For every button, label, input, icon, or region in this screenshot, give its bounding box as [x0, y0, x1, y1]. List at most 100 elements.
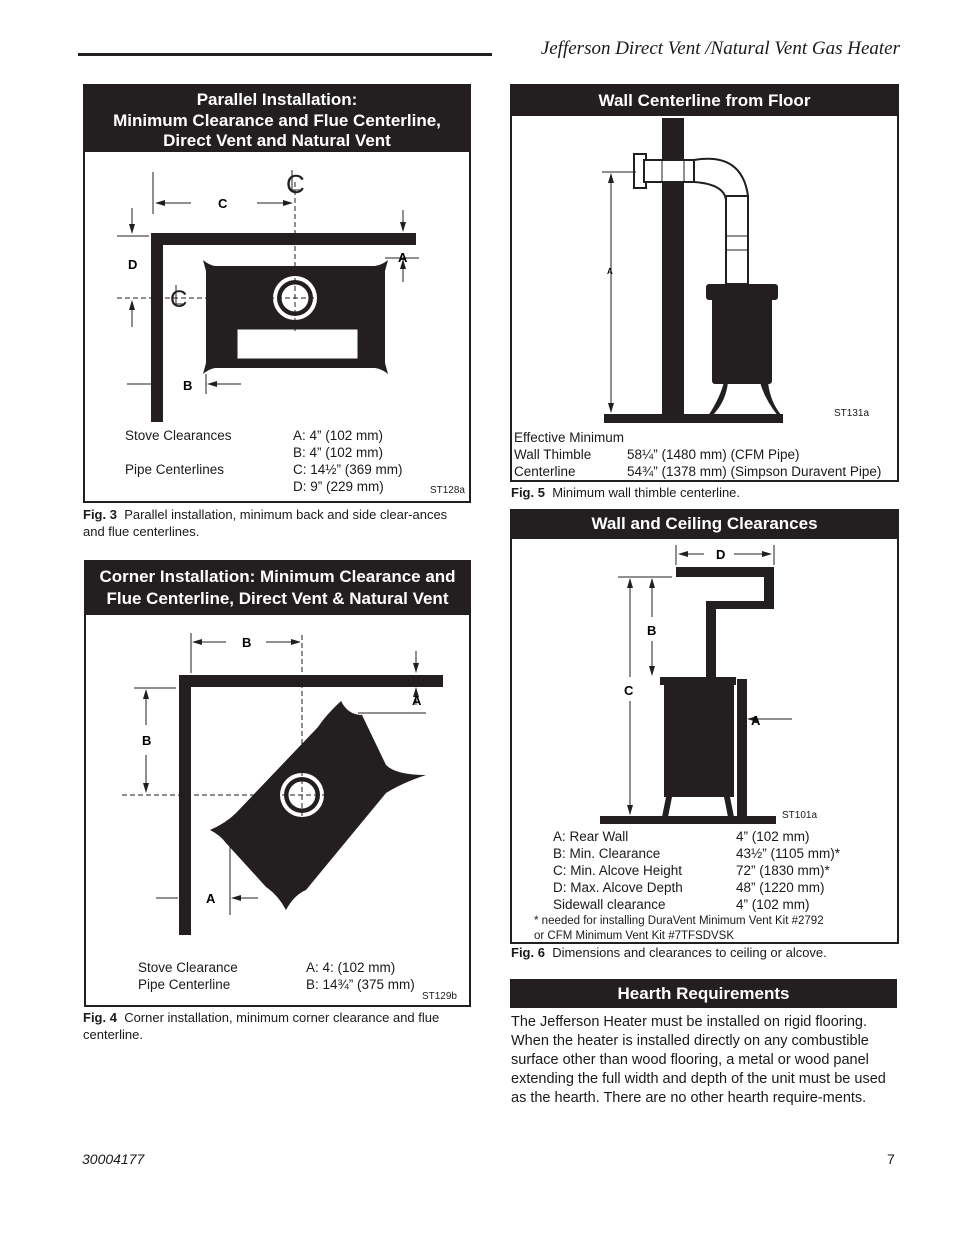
fig6-back-wall: [737, 679, 747, 817]
fig6-row-1-left: B: Min. Clearance: [553, 846, 661, 861]
fig4-caption: Fig. 4 Corner installation, minimum corn…: [83, 1009, 473, 1043]
fig6-alcove-wall: [706, 601, 716, 733]
fig4-panel: Corner Installation: Minimum Clearance a…: [84, 560, 471, 1007]
fig3-body: C D A B C C Stove Clearances A: 4” (102 …: [83, 150, 471, 503]
fig4-diagram: B B A A: [122, 633, 443, 935]
fig5-thimble-pipe: [643, 159, 695, 183]
fig6-row-2-right: 72” (1830 mm)*: [736, 863, 830, 878]
fig5-caption-label: Fig. 5: [511, 485, 545, 500]
fig6-row-4-left: Sidewall clearance: [553, 897, 666, 912]
fig6-label-a: A: [751, 713, 761, 728]
fig5-floor: [604, 414, 783, 423]
fig4-row-0-left: Stove Clearance: [138, 960, 238, 975]
page-header-title: Jefferson Direct Vent /Natural Vent Gas …: [540, 38, 900, 59]
fig3-heading: Parallel Installation: Minimum Clearance…: [83, 84, 471, 153]
fig5-row-2-right: 54¾” (1378 mm) (Simpson Duravent Pipe): [627, 464, 882, 479]
fig4-code: ST129b: [421, 991, 457, 1002]
fig4-label-b-left: B: [142, 733, 151, 748]
fig3-row-1-right: B: 4” (102 mm): [293, 445, 384, 460]
fig3-row-2-left: Pipe Centerlines: [125, 462, 225, 477]
fig5-caption-text: Minimum wall thimble centerline.: [552, 485, 741, 500]
fig6-floor: [600, 816, 776, 824]
fig6-stove-legs: [662, 797, 734, 817]
fig5-body: A ST131a Effective Minimum Wall Thimble …: [510, 114, 899, 482]
fig5-row-2-left: Centerline: [514, 464, 576, 479]
fig6-label-c: C: [624, 683, 634, 698]
fig3-panel: Parallel Installation: Minimum Clearance…: [83, 84, 471, 503]
fig3-heading-line2: Minimum Clearance and Flue Centerline,: [113, 110, 441, 130]
fig4-label-a-bottom: A: [206, 891, 216, 906]
fig5-elbow: [693, 157, 750, 202]
fig4-label-a-top: A: [412, 693, 422, 708]
footer-doc-number: 30004177: [82, 1151, 145, 1167]
fig3-row-3-right: D: 9” (229 mm): [293, 479, 384, 494]
fig6-caption-label: Fig. 6: [511, 945, 545, 960]
fig5-code: ST131a: [834, 408, 870, 419]
fig3-label-d: D: [128, 257, 137, 272]
fig5-caption: Fig. 5 Minimum wall thimble centerline.: [511, 484, 901, 501]
fig4-heading-line1: Corner Installation: Minimum Clearance a…: [99, 567, 456, 586]
fig3-caption-text: Parallel installation, minimum back and …: [83, 507, 448, 539]
fig5-stove-body: [712, 284, 772, 384]
fig5-wall: [662, 118, 684, 416]
fig4-row-1-left: Pipe Centerline: [138, 977, 231, 992]
fig6-diagram: D B C A: [600, 545, 792, 824]
hearth-body: The Jefferson Heater must be installed o…: [511, 1014, 886, 1106]
fig3-caption: Fig. 3 Parallel installation, minimum ba…: [83, 506, 463, 540]
fig3-stove-panel: [236, 328, 359, 360]
svg-text:C: C: [286, 169, 305, 199]
fig4-caption-text: Corner installation, minimum corner clea…: [83, 1010, 440, 1042]
fig3-cl-symbol-top: C: [286, 169, 305, 199]
fig6-row-3-left: D: Max. Alcove Depth: [553, 880, 683, 895]
fig6-row-3-right: 48” (1220 mm): [736, 880, 825, 895]
fig6-label-d: D: [716, 547, 725, 562]
fig6-footnote: * needed for installing DuraVent Minimum…: [534, 914, 824, 944]
fig3-row-0-left: Stove Clearances: [125, 428, 232, 443]
fig3-caption-label: Fig. 3: [83, 507, 117, 522]
fig6-footnote-line2: or CFM Minimum Vent Kit #7TFSDVSK: [534, 930, 735, 942]
fig3-label-b: B: [183, 378, 192, 393]
fig3-heading-line3: Direct Vent and Natural Vent: [163, 131, 391, 150]
fig6-code: ST101a: [782, 810, 818, 821]
header-rule: [78, 53, 492, 56]
fig4-label-b-top: B: [242, 635, 251, 650]
fig3-heading-line1: Parallel Installation:: [196, 90, 358, 109]
fig3-label-c: C: [218, 196, 228, 211]
fig6-heading: Wall and Ceiling Clearances: [510, 509, 899, 540]
fig5-stove-legs: [708, 382, 782, 416]
fig5-vertical-pipe: [725, 195, 749, 285]
svg-text:C: C: [170, 286, 187, 313]
fig5-panel: Wall Centerline from Floor: [510, 84, 899, 482]
hearth-heading: Hearth Requirements: [510, 979, 897, 1008]
fig6-ceiling: [676, 567, 774, 577]
fig3-back-wall: [151, 233, 416, 245]
fig6-caption: Fig. 6 Dimensions and clearances to ceil…: [511, 944, 901, 961]
fig3-label-a: A: [398, 250, 408, 265]
fig6-panel: Wall and Ceiling Clearances: [510, 509, 899, 944]
fig5-diagram: A: [602, 118, 783, 423]
fig4-heading: Corner Installation: Minimum Clearance a…: [84, 560, 471, 616]
fig3-cl-symbol-left: C: [170, 285, 187, 313]
fig5-row-1-left: Wall Thimble: [514, 447, 592, 462]
fig5-row-0-left: Effective Minimum: [514, 430, 625, 445]
fig5-label-a: A: [607, 267, 613, 276]
fig6-body: D B C A ST101a A: Rear Wall 4” (102 mm) …: [510, 537, 899, 944]
fig4-row-0-right: A: 4: (102 mm): [306, 960, 396, 975]
fig4-body: B B A A Stove Clearance A: 4: (102 mm) P…: [84, 613, 471, 1007]
fig6-caption-text: Dimensions and clearances to ceiling or …: [552, 945, 827, 960]
fig3-code: ST128a: [429, 485, 465, 496]
fig3-side-wall: [151, 233, 163, 422]
fig3-diagram: C D A B C C: [117, 169, 419, 422]
fig6-row-4-right: 4” (102 mm): [736, 897, 810, 912]
fig4-side-wall: [179, 675, 191, 935]
fig6-stove-body: [664, 677, 734, 797]
fig5-row-1-right: 58¼” (1480 mm) (CFM Pipe): [627, 447, 800, 462]
fig5-heading: Wall Centerline from Floor: [510, 84, 899, 117]
fig6-footnote-line1: * needed for installing DuraVent Minimum…: [534, 915, 824, 927]
fig4-row-1-right: B: 14¾” (375 mm): [306, 977, 415, 992]
fig3-row-0-right: A: 4” (102 mm): [293, 428, 384, 443]
fig4-caption-label: Fig. 4: [83, 1010, 117, 1025]
fig6-shelf: [706, 601, 774, 609]
fig6-label-b: B: [647, 623, 656, 638]
fig4-back-wall: [179, 675, 443, 687]
